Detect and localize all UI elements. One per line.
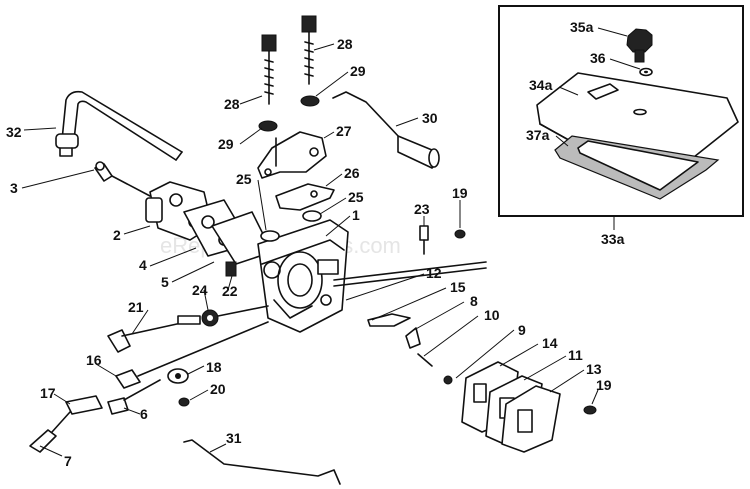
label-26: 26: [344, 165, 360, 181]
gear-24: [201, 305, 269, 327]
label-34a: 34a: [529, 77, 553, 93]
fuel-tube-32: [55, 90, 183, 161]
label-15: 15: [450, 279, 466, 295]
screw-28-left: [261, 34, 277, 105]
rod-30: [332, 91, 440, 169]
label-27: 27: [336, 123, 352, 139]
label-21: 21: [128, 299, 144, 315]
valve-8: [405, 327, 421, 349]
label-36: 36: [590, 50, 606, 66]
label-17: 17: [40, 385, 56, 401]
pin-23: [419, 225, 429, 255]
label-13: 13: [586, 361, 602, 377]
ball-9: [443, 375, 453, 385]
screw-19-top: [454, 229, 466, 239]
cover-13: [501, 385, 561, 453]
label-20: 20: [210, 381, 226, 397]
label-25-right: 25: [348, 189, 364, 205]
label-10: 10: [484, 307, 500, 323]
inset-box-33a: [498, 5, 744, 230]
fitting-3: [94, 161, 113, 182]
label-25-left: 25: [236, 171, 252, 187]
label-16: 16: [86, 352, 102, 368]
spring-10: [417, 353, 433, 367]
nozzle-7: [29, 411, 71, 453]
washer-29-left: [258, 120, 278, 132]
label-31: 31: [226, 430, 242, 446]
label-19-top: 19: [452, 185, 468, 201]
label-8: 8: [470, 293, 478, 309]
label-3: 3: [10, 180, 18, 196]
label-28-left: 28: [224, 96, 240, 112]
lever-21: [107, 315, 201, 353]
nut-20: [178, 397, 190, 407]
label-33a: 33a: [601, 231, 625, 247]
label-37a: 37a: [526, 127, 550, 143]
washer-25-left: [260, 230, 280, 242]
label-29-right: 29: [350, 63, 366, 79]
label-6: 6: [140, 406, 148, 422]
knob-35a: [626, 28, 653, 63]
label-12: 12: [426, 265, 442, 281]
label-24: 24: [192, 282, 208, 298]
label-1: 1: [352, 207, 360, 223]
leader-lines: [21, 43, 599, 457]
spring-22: [225, 261, 237, 277]
label-7: 7: [64, 453, 72, 469]
washer-18: [167, 368, 189, 384]
carburetor-body-1: [257, 219, 349, 333]
label-18: 18: [206, 359, 222, 375]
label-28-right: 28: [337, 36, 353, 52]
fitting-16: [115, 321, 269, 389]
label-22: 22: [222, 283, 238, 299]
label-4: 4: [139, 257, 147, 273]
label-19-bottom: 19: [596, 377, 612, 393]
screw-28-right: [301, 15, 317, 85]
label-11: 11: [568, 347, 583, 363]
wire-31: [183, 439, 341, 485]
screw-19-bottom: [583, 405, 597, 415]
label-30: 30: [422, 110, 438, 126]
label-35a: 35a: [570, 19, 594, 35]
throttle-shaft-12: [333, 261, 487, 287]
part-labels: 32 3 2 4 5 22 24 21 16 17 6 7 18 20 31 2…: [6, 19, 625, 469]
label-9: 9: [518, 322, 526, 338]
label-2: 2: [113, 227, 121, 243]
plate-27: [257, 131, 327, 179]
label-14: 14: [542, 335, 558, 351]
plate-26: [275, 183, 335, 211]
needle-15: [367, 313, 411, 327]
label-23: 23: [414, 201, 430, 217]
label-5: 5: [161, 274, 169, 290]
washer-25-right: [302, 210, 322, 222]
label-29-left: 29: [218, 136, 234, 152]
fitting-17: [65, 395, 103, 415]
washer-29-right: [300, 95, 320, 107]
label-32: 32: [6, 124, 22, 140]
